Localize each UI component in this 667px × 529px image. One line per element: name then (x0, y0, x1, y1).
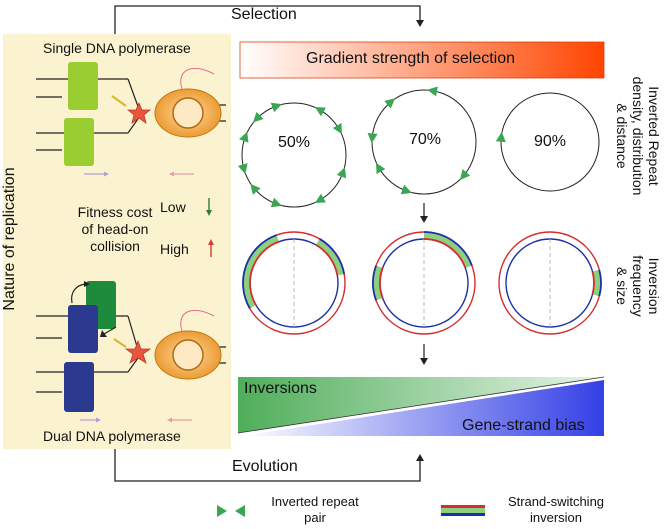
ir-side-line-2: density, distribution (630, 76, 646, 196)
inversion-outer-switch (245, 234, 277, 266)
gene-strand-bias-label: Gene-strand bias (462, 417, 585, 434)
dual-polymerase-blue-bottom (64, 362, 94, 412)
inversions-label: Inversions (244, 380, 317, 397)
legend-repeat-label: Inverted repeat pair (255, 494, 375, 526)
inversion-inner-switch (251, 240, 280, 269)
inversion-outer-switch (242, 265, 251, 309)
fitness-line-3: collision (90, 238, 140, 254)
inverted-repeat-marker (427, 86, 438, 97)
inverted-repeat-marker (336, 167, 347, 179)
dual-polymerase-label: Dual DNA polymerase (43, 428, 181, 444)
inverted-repeat-circles (237, 86, 600, 208)
inverted-repeat-marker (270, 197, 282, 208)
legend-repeat-symbol (217, 505, 245, 517)
gene-strand-bias-gradient (242, 380, 604, 436)
ir-side-line-3: & distance (614, 103, 630, 169)
inversion-outer-switch (319, 238, 346, 275)
legend-inversion-line-2: inversion (529, 510, 583, 525)
inversion-segment (316, 239, 344, 276)
single-polymerase-illustration (36, 62, 226, 177)
selection-flow-arrow (114, 5, 424, 34)
inversion-inner-switch (591, 271, 595, 295)
selection-label: Selection (231, 6, 297, 23)
inverted-repeat-marker (239, 131, 249, 143)
inverted-repeat-marker (384, 98, 396, 109)
inversion-circles (242, 231, 602, 335)
evolution-flow-arrow (114, 449, 424, 482)
nature-of-replication-title: Nature of replication (1, 167, 18, 311)
low-label: Low (160, 199, 186, 215)
row-arrow-1 (420, 203, 428, 223)
inversion-outer-switch (598, 269, 602, 297)
legend-inversion-label: Strand-switching inversion (496, 494, 616, 526)
dual-polymerase-illustration (36, 281, 226, 423)
inverted-repeat-marker (314, 193, 326, 204)
inverted-repeat-marker (495, 131, 506, 143)
single-polymerase-label: Single DNA polymerase (43, 40, 191, 56)
fitness-cost-label: Fitness cost of head-on collision (55, 204, 175, 255)
inv-side-line-2: frequency (630, 255, 646, 317)
row-arrow-2 (420, 344, 428, 365)
collision-star-top (126, 101, 152, 124)
ir-percent-70: 70% (409, 131, 442, 148)
high-cost-arrow (208, 239, 214, 257)
ir-side-label: Inverted Repeat density, distribution & … (614, 66, 662, 206)
legend-repeat-line-1: Inverted repeat (271, 494, 359, 509)
inverted-repeat-marker (252, 111, 264, 123)
inv-side-line-1: Inversion (646, 257, 662, 315)
high-label: High (160, 241, 189, 257)
inverted-repeat-marker (367, 133, 378, 144)
inverted-repeat-marker (375, 162, 386, 174)
fitness-line-1: Fitness cost (77, 204, 153, 220)
inversion-segment (373, 265, 383, 301)
ir-percent-90: 90% (534, 133, 567, 150)
inversion-inner-switch (249, 267, 257, 306)
single-polymerase-top (68, 62, 98, 110)
inverted-repeat-marker (237, 163, 248, 175)
inverted-repeat-marker (314, 106, 326, 117)
inverted-repeat-marker (332, 123, 343, 135)
inversion-inner-switch (423, 238, 467, 269)
inversion-segment (243, 265, 256, 309)
inversion-segment (246, 235, 279, 268)
inverted-repeat-marker (270, 102, 282, 113)
inversion-segment (592, 269, 601, 297)
evolution-label: Evolution (232, 458, 298, 475)
inverted-repeat-marker (400, 184, 412, 195)
fitness-line-2: of head-on (81, 221, 149, 237)
ir-side-line-1: Inverted Repeat (646, 86, 662, 186)
gradient-strength-label: Gradient strength of selection (306, 50, 516, 67)
inversion-inner-switch (315, 244, 339, 276)
inverted-repeat-marker (250, 183, 261, 195)
low-cost-arrow (206, 198, 212, 216)
ir-circle-90 (500, 92, 600, 192)
legend-repeat-line-2: pair (304, 510, 326, 525)
legend-inversion-symbol (441, 505, 485, 516)
inversion-inner-switch (379, 267, 384, 299)
ir-percent-50: 50% (278, 134, 311, 151)
inversion-side-label: Inversion frequency & size (614, 236, 662, 336)
ir-circle-50 (241, 102, 347, 208)
gradient-strength-bar (239, 41, 605, 79)
inversion-outer-switch (372, 265, 377, 301)
inverted-repeat-marker (459, 169, 471, 181)
collision-star-bottom (124, 339, 152, 364)
legend-inversion-line-1: Strand-switching (507, 494, 605, 509)
inversion-outer-switch (423, 231, 473, 266)
single-polymerase-bottom (64, 118, 94, 166)
inv-side-line-3: & size (614, 266, 630, 306)
inversion-segment (423, 232, 472, 268)
dual-polymerase-blue-top (68, 305, 98, 353)
